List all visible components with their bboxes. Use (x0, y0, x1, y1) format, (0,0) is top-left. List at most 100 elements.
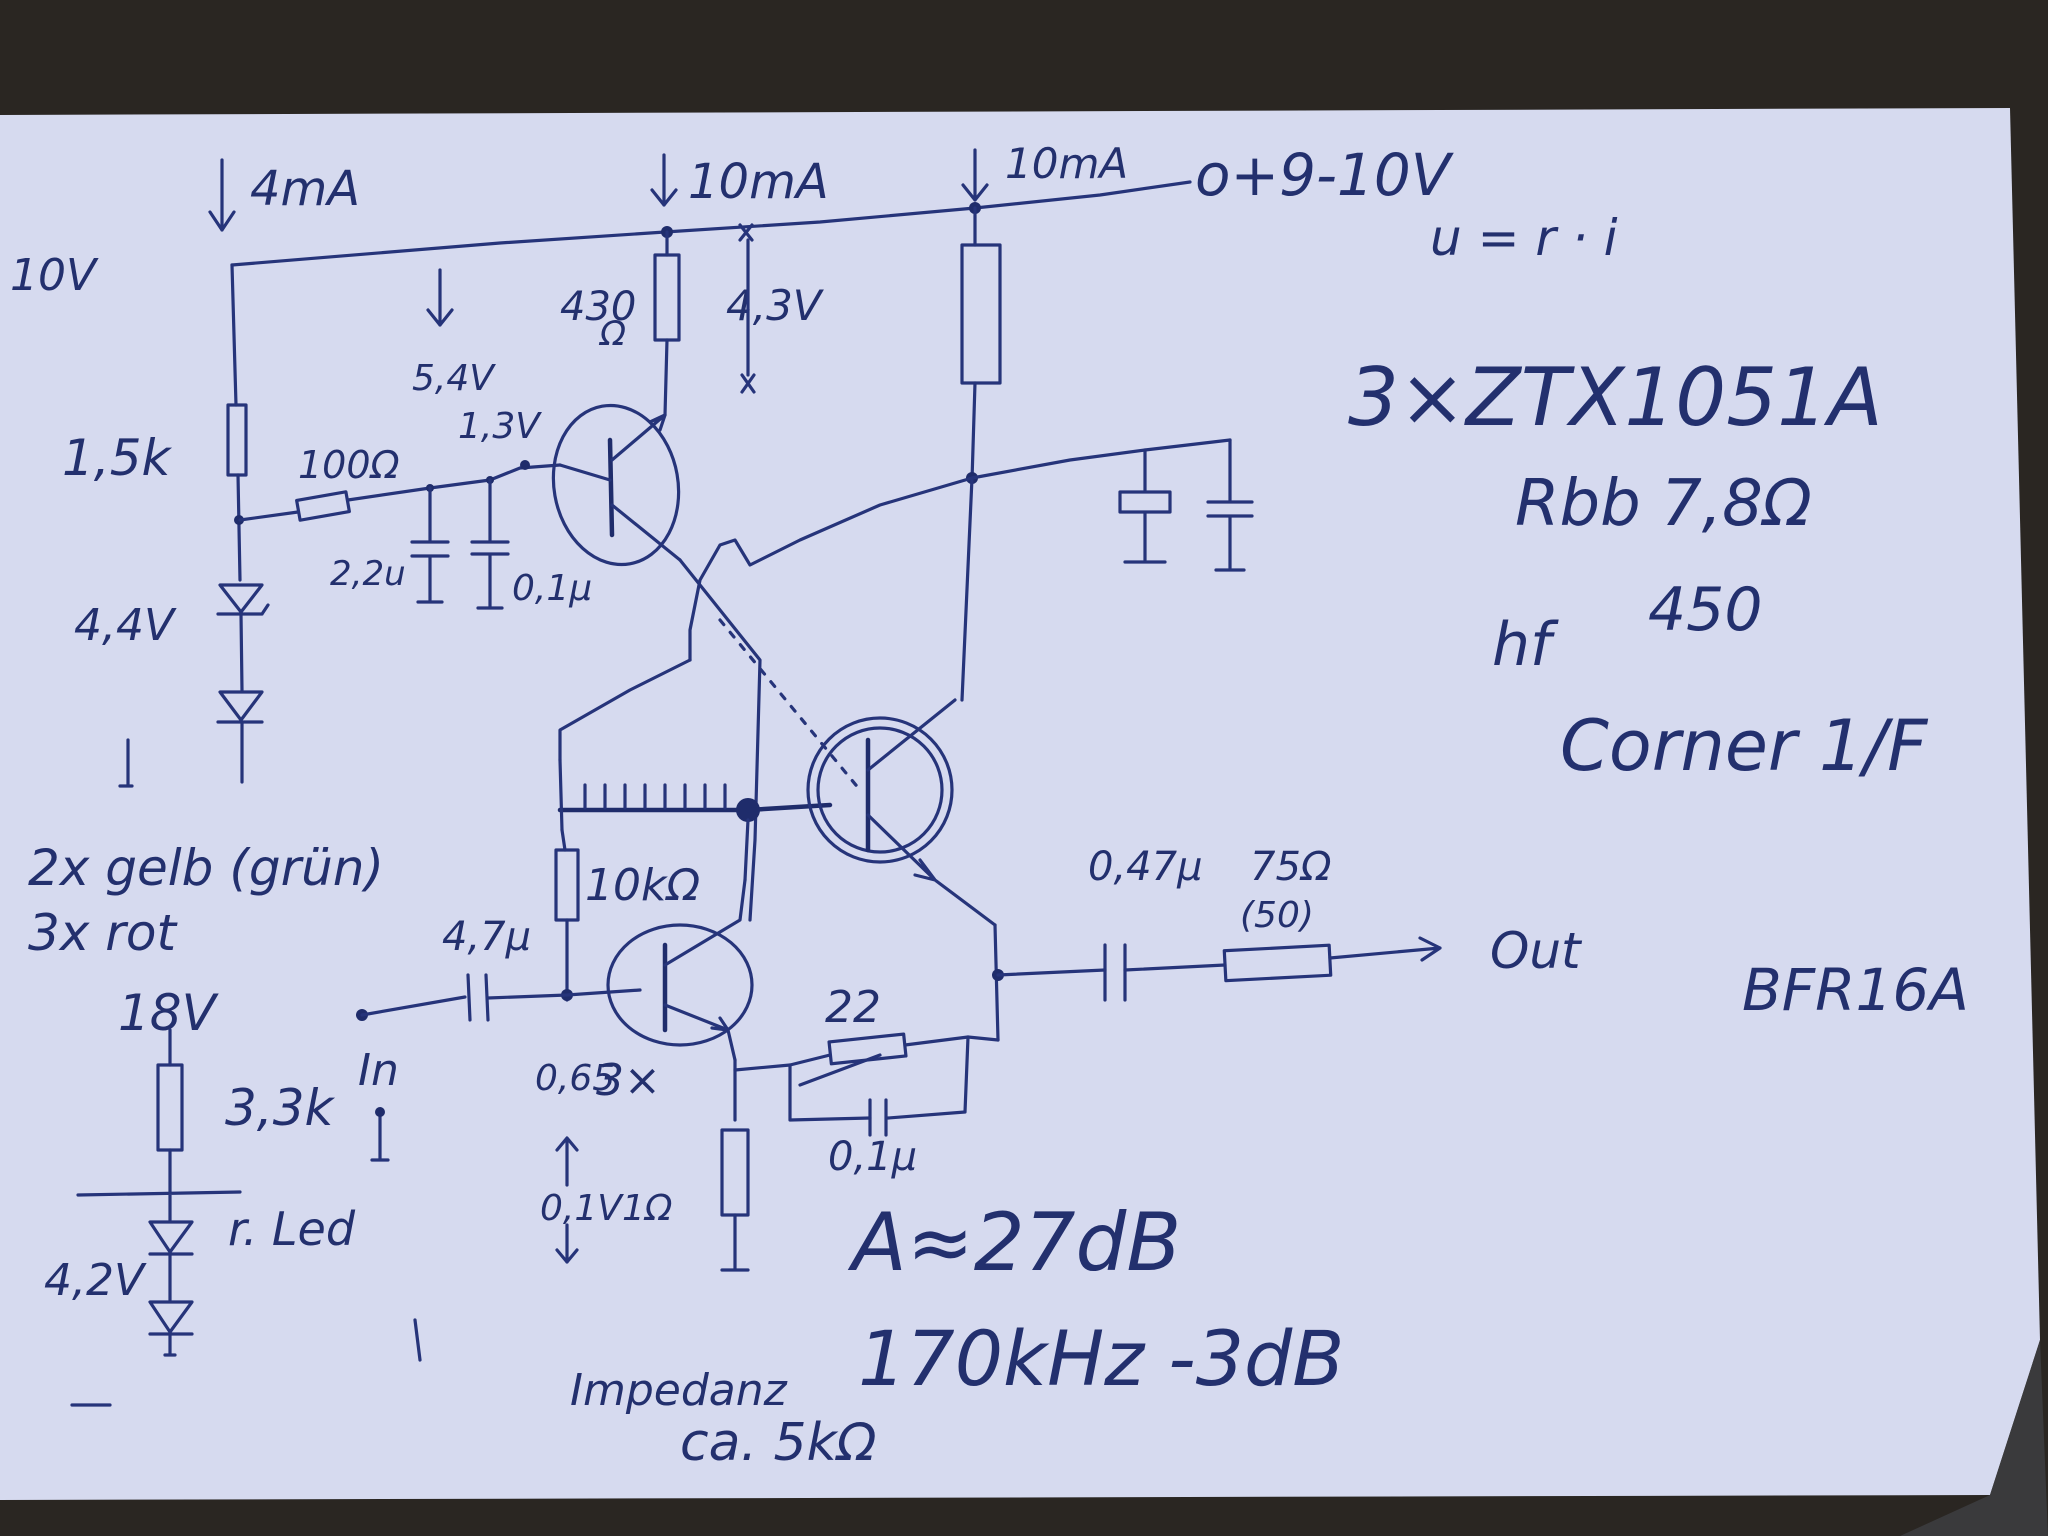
wire-cross-2 (678, 558, 762, 922)
arrow-supply-left (208, 158, 236, 232)
label-v43: 4,3V (726, 281, 825, 330)
wire-output (996, 968, 1107, 977)
wire-series-resistor (238, 510, 300, 522)
wire-left-vertical (230, 263, 238, 407)
transistor-q3-circle (606, 923, 754, 1047)
label-led: r. Led (228, 1202, 356, 1256)
wire-led-ground (70, 1332, 177, 1407)
marker-x-bottom (740, 373, 756, 394)
transistor-q2-collector (866, 698, 957, 772)
bias-hatching (583, 783, 727, 810)
label-mult3: 3× (596, 1055, 661, 1106)
in-marker (375, 1107, 385, 1117)
resistor-collector (960, 243, 1002, 385)
arrow-supply-right (961, 148, 989, 202)
wire-430-bottom (663, 338, 669, 417)
label-c2: 0,1μ (512, 568, 592, 609)
ground-symbol-left (118, 738, 134, 788)
label-v-base: 1,3V (458, 406, 542, 447)
arrow-output (1328, 936, 1442, 962)
resistor-75 (1222, 943, 1333, 983)
wire-1ohm-ground (720, 1213, 750, 1272)
label-hfe: hf (1492, 610, 1559, 680)
label-led-note-2: 3x rot (28, 904, 178, 962)
label-transistor-type: 3×ZTX1051A (1348, 351, 1883, 444)
wire-hatch-dashes (718, 618, 862, 792)
label-supply-mid-current: 10mA (688, 154, 829, 210)
label-r75: 75Ω (1250, 844, 1332, 890)
paper-shadow (1900, 1340, 2048, 1536)
wire-input (360, 995, 467, 1017)
label-led-note-1: 2x gelb (grün) (28, 839, 384, 897)
wire-q2-emitter-down (993, 923, 1000, 1042)
arrow-01v (555, 1223, 579, 1264)
capacitor-electrolytic (1118, 448, 1172, 564)
wire-ref-mid (76, 1148, 242, 1222)
label-c47u: 4,7μ (442, 914, 531, 960)
label-v42: 4,2V (44, 1255, 147, 1306)
label-left-voltage: 10V (10, 250, 99, 301)
transistor-q1-circle (551, 403, 681, 567)
wire-left-lower (236, 473, 242, 582)
capacitor-0u47 (1103, 943, 1127, 1002)
label-r1: 1,5k (62, 429, 173, 487)
label-c1: 2,2u (330, 554, 406, 594)
label-bandwidth: 170kHz -3dB (858, 1314, 1344, 1403)
wire-q3-collector-up (743, 818, 750, 882)
label-r430-unit: Ω (598, 314, 626, 354)
wire-right-down (960, 476, 974, 702)
capacitor-ceramic (1206, 438, 1254, 572)
label-impedance-1: Impedanz (570, 1365, 788, 1416)
wire-10k-top (560, 828, 567, 852)
paper-sheet (0, 108, 2040, 1500)
transistor-q1-base (607, 437, 615, 538)
capacitor-0u1-emitter (868, 1098, 888, 1137)
supply-rail (230, 180, 1192, 267)
label-r33k: 3,3k (225, 1079, 336, 1137)
label-supply-voltage: o+9-10V (1195, 141, 1455, 209)
label-rbb: Rbb 7,8Ω (1515, 467, 1812, 541)
label-in: In (358, 1045, 399, 1096)
label-corner: Corner 1/F (1560, 705, 1929, 787)
capacitor-0u1 (470, 478, 510, 610)
arrow-node-down (426, 268, 454, 327)
label-r50: (50) (1240, 895, 1314, 936)
transistor-q1-collector (610, 503, 682, 562)
label-c01: 0,1μ (828, 1134, 917, 1180)
label-hfe-value: 450 (1648, 575, 1763, 645)
arrow-supply-mid (650, 153, 678, 207)
stray-mark (413, 1318, 422, 1362)
label-impedance-2: ca. 5kΩ (680, 1413, 877, 1473)
transistor-q3-collector (663, 878, 747, 967)
label-out: Out (1490, 922, 1583, 980)
wire-cap-network (788, 1035, 970, 1122)
arrow-in-up (370, 1108, 390, 1162)
circuit-schematic (70, 148, 1442, 1407)
wire-diag-emitter (798, 1053, 882, 1087)
transistor-q3-emitter (663, 1003, 737, 1062)
node-base (520, 460, 530, 470)
wire-cross-1 (688, 476, 974, 662)
wire-q1-base-in (558, 463, 612, 482)
label-r10k: 10kΩ (585, 860, 700, 911)
label-supply-left-current: 4mA (250, 161, 360, 217)
label-gain: A≈27dB (847, 1196, 1181, 1289)
wire-cross-3 (558, 658, 692, 762)
label-c047: 0,47μ (1088, 844, 1203, 890)
wire-output-cap (1123, 963, 1227, 972)
wire-bias-to-q2 (745, 802, 833, 813)
label-r-series: 100Ω (298, 443, 400, 487)
wire-left-bias-down (558, 758, 564, 832)
arrow-065 (555, 1136, 579, 1187)
label-formula: u = r · i (1430, 209, 1618, 267)
label-r1ohm: 1Ω (622, 1188, 673, 1229)
resistor-100 (295, 490, 351, 522)
label-supply-right-current: 10mA (1005, 139, 1128, 188)
wire-zener-diode (239, 612, 244, 692)
label-zener-v: 4,4V (74, 600, 177, 651)
wire-cap-to-base (486, 988, 642, 1000)
capacitor-2u2 (410, 486, 450, 604)
annotation-labels: 4mA 10mA 10mA o+9-10V 10V 1,5k 100Ω 5,4V… (10, 139, 1969, 1473)
wire-right-collector (970, 381, 977, 482)
